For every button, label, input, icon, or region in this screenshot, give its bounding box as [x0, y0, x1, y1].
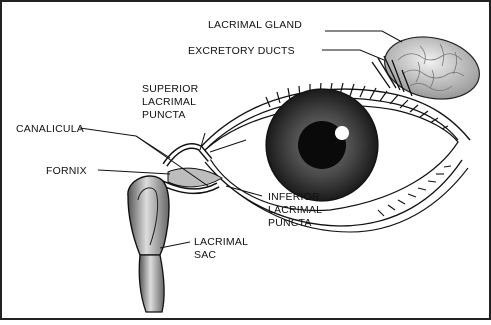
label-inferior-puncta-3: PUNCTA	[268, 217, 312, 229]
label-superior-puncta-1: SUPERIOR	[142, 83, 199, 95]
label-lacrimal-sac-2: SAC	[194, 249, 216, 261]
label-inferior-puncta-1: INFERIOR	[268, 191, 320, 203]
label-superior-puncta-3: PUNCTA	[142, 109, 186, 121]
eye-highlight	[335, 126, 349, 140]
label-canalicula: CANALICULA	[16, 123, 84, 135]
label-lacrimal-sac-1: LACRIMAL	[194, 236, 248, 248]
label-fornix: FORNIX	[46, 165, 87, 177]
label-excretory-ducts: EXCRETORY DUCTS	[188, 45, 295, 57]
label-inferior-puncta-2: LACRIMAL	[268, 204, 322, 216]
label-lacrimal-gland: LACRIMAL GLAND	[208, 19, 302, 31]
label-superior-puncta-2: LACRIMAL	[142, 96, 196, 108]
